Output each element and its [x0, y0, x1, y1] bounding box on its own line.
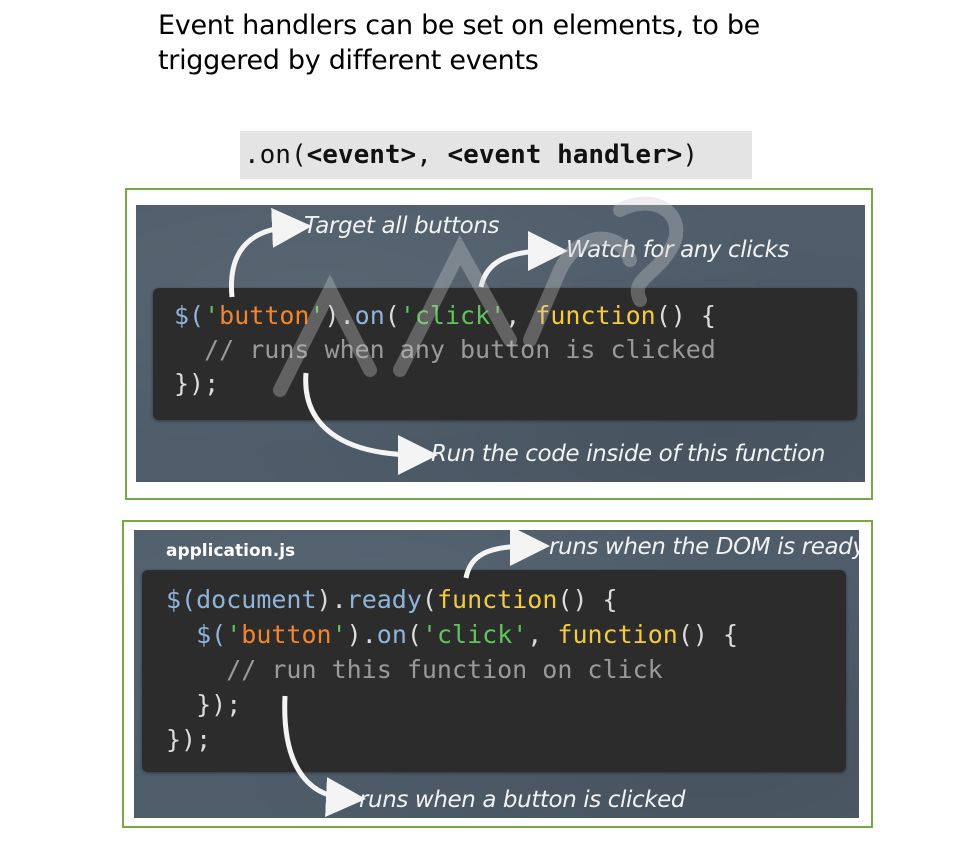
example-2-code-line-3: // run this function on click — [166, 655, 663, 684]
arrow-target — [228, 207, 312, 298]
syntax-prefix: .on( — [244, 140, 307, 170]
syntax-suffix: ) — [682, 140, 698, 170]
code-quote: ' — [331, 620, 347, 649]
code-dollar: $( — [196, 620, 227, 649]
code-event-string: 'click' — [421, 620, 528, 649]
code-dollar: $( — [166, 585, 197, 614]
code-quote: ' — [204, 301, 220, 330]
code-selector: button — [241, 620, 332, 649]
arrow-dom-ready — [463, 530, 550, 579]
file-name-label: application.js — [166, 541, 296, 561]
example-2-code-line-4: }); — [166, 690, 242, 719]
heading-line-2: triggered by different events — [158, 45, 539, 76]
annotation-button-clicked: runs when a button is clicked — [359, 787, 686, 813]
code-punct: () { — [677, 620, 739, 649]
example-2-panel: application.js $(document).ready(functio… — [134, 530, 859, 818]
syntax-highlight-box — [240, 131, 752, 179]
annotation-dom-ready: runs when the DOM is ready — [549, 534, 859, 560]
annotation-target-all-buttons: Target all buttons — [304, 213, 500, 239]
example-2-code-line-2: $('button').on('click', function() { — [166, 618, 738, 652]
code-keyword: function — [436, 585, 558, 614]
example-2-code-box — [142, 570, 846, 772]
code-keyword: function — [557, 620, 678, 649]
arrow-run — [303, 372, 438, 475]
example-2-code-line-1: $(document).ready(function() { — [166, 583, 618, 617]
code-punct: ( — [406, 620, 422, 649]
code-punct: , — [527, 620, 558, 649]
example-1-code-line-2: // runs when any button is clicked — [174, 335, 716, 364]
code-punct: ). — [316, 585, 347, 614]
example-1-panel: $('button').on('click', function() { // … — [136, 205, 865, 482]
on-syntax: .on(<event>, <event handler>) — [244, 136, 698, 174]
code-dollar: $( — [174, 301, 205, 330]
code-punct: , — [505, 301, 536, 330]
example-1-arrows — [228, 207, 568, 475]
code-document: document — [196, 585, 317, 614]
example-1-code-box — [153, 288, 857, 420]
syntax-handler-param: <event handler> — [447, 140, 683, 170]
code-selector: button — [219, 301, 310, 330]
code-quote: ' — [309, 301, 325, 330]
code-quote: ' — [226, 620, 242, 649]
syntax-event-param: <event> — [306, 140, 417, 170]
arrow-button-clicked — [282, 695, 366, 818]
code-punct: ). — [346, 620, 377, 649]
code-event-string: 'click' — [399, 301, 506, 330]
syntax-separator: , — [416, 140, 448, 170]
code-punct: ( — [384, 301, 400, 330]
code-punct: () { — [557, 585, 618, 614]
annotation-watch-for-clicks: Watch for any clicks — [566, 237, 790, 263]
annotation-run-code: Run the code inside of this function — [431, 441, 825, 467]
example-2-code-line-5: }); — [166, 725, 212, 754]
slide-heading: Event handlers can be set on elements, t… — [158, 8, 798, 78]
code-punct: () { — [655, 301, 716, 330]
example-1-code-line-3: }); — [174, 369, 220, 398]
code-punct: ( — [421, 585, 437, 614]
example-2-arrows — [282, 530, 550, 818]
arrow-watch — [478, 231, 568, 288]
code-method: on — [354, 301, 385, 330]
code-keyword: function — [535, 301, 656, 330]
code-method: on — [376, 620, 407, 649]
code-punct: ). — [324, 301, 355, 330]
code-method: ready — [346, 585, 422, 614]
heading-line-1: Event handlers can be set on elements, t… — [158, 10, 760, 41]
example-1-code-line-1: $('button').on('click', function() { — [174, 299, 716, 333]
